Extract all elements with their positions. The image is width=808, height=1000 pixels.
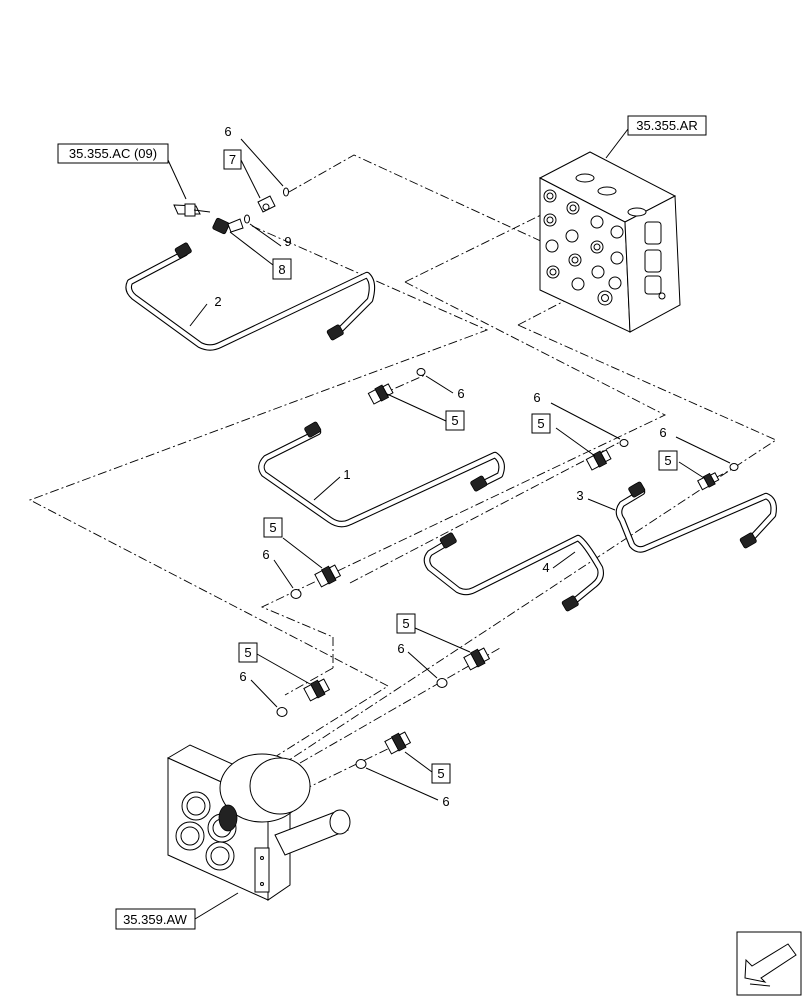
svg-text:35.359.AW: 35.359.AW <box>123 912 188 927</box>
fitting-5-f <box>303 678 331 702</box>
pipe-2 <box>125 242 376 351</box>
callout-7: 7 <box>223 149 242 170</box>
callout-5-d: 5 <box>263 517 283 538</box>
svg-text:5: 5 <box>269 520 276 535</box>
callout-8: 8 <box>272 258 292 280</box>
callout-6-c: 6 <box>659 425 666 440</box>
svg-text:5: 5 <box>537 416 544 431</box>
callout-6-d: 6 <box>262 547 269 562</box>
arrow-left-down-icon[interactable] <box>736 931 802 996</box>
o-rings <box>276 368 739 769</box>
routing-lines <box>28 154 777 791</box>
callout-5-c: 5 <box>658 450 678 471</box>
callout-9: 9 <box>284 234 291 249</box>
pipe-3 <box>615 481 777 553</box>
fitting-5-g <box>384 731 412 755</box>
seal-ring-6-top <box>283 187 289 197</box>
svg-text:7: 7 <box>229 152 236 167</box>
joystick-assembly <box>166 744 351 901</box>
pipe-4 <box>423 532 604 612</box>
svg-text:5: 5 <box>664 453 671 468</box>
tee-fitting <box>212 217 244 235</box>
callout-6-a: 6 <box>457 386 464 401</box>
callout-5-e: 5 <box>396 613 416 634</box>
callout-6-g: 6 <box>442 794 449 809</box>
fitting-5-d <box>314 564 342 588</box>
svg-text:35.355.AR: 35.355.AR <box>636 118 697 133</box>
svg-text:5: 5 <box>402 616 409 631</box>
callout-5-b: 5 <box>531 413 551 434</box>
adapter-fitting <box>257 195 276 213</box>
leader-lines <box>167 128 731 920</box>
ref-label-sensor: 35.355.AC (09) <box>57 143 169 164</box>
ref-label-joystick: 35.359.AW <box>115 908 196 930</box>
fitting-5-e <box>463 647 491 671</box>
svg-text:8: 8 <box>278 262 285 277</box>
callout-1: 1 <box>343 467 350 482</box>
callout-6-b: 6 <box>533 390 540 405</box>
ref-label-valve-block: 35.355.AR <box>627 115 707 136</box>
svg-text:35.355.AC (09): 35.355.AC (09) <box>69 146 157 161</box>
callout-5-a: 5 <box>445 410 465 431</box>
fitting-5-b <box>585 449 612 471</box>
callout-2: 2 <box>214 294 221 309</box>
callout-3: 3 <box>576 488 583 503</box>
callout-4: 4 <box>542 560 549 575</box>
pipe-1 <box>258 421 505 528</box>
seal-ring-9 <box>244 214 250 224</box>
callout-6-e: 6 <box>397 641 404 656</box>
callout-5-f: 5 <box>238 642 258 663</box>
sensor-group <box>173 187 289 235</box>
fitting-5-c <box>697 472 720 491</box>
pressure-sensor <box>173 203 211 217</box>
svg-text:5: 5 <box>451 413 458 428</box>
callout-6-top: 6 <box>224 124 231 139</box>
svg-text:5: 5 <box>437 766 444 781</box>
callout-6-f: 6 <box>239 669 246 684</box>
svg-text:5: 5 <box>244 645 251 660</box>
callout-5-g: 5 <box>431 763 451 784</box>
fitting-5-a <box>367 383 394 405</box>
valve-block <box>538 151 681 333</box>
